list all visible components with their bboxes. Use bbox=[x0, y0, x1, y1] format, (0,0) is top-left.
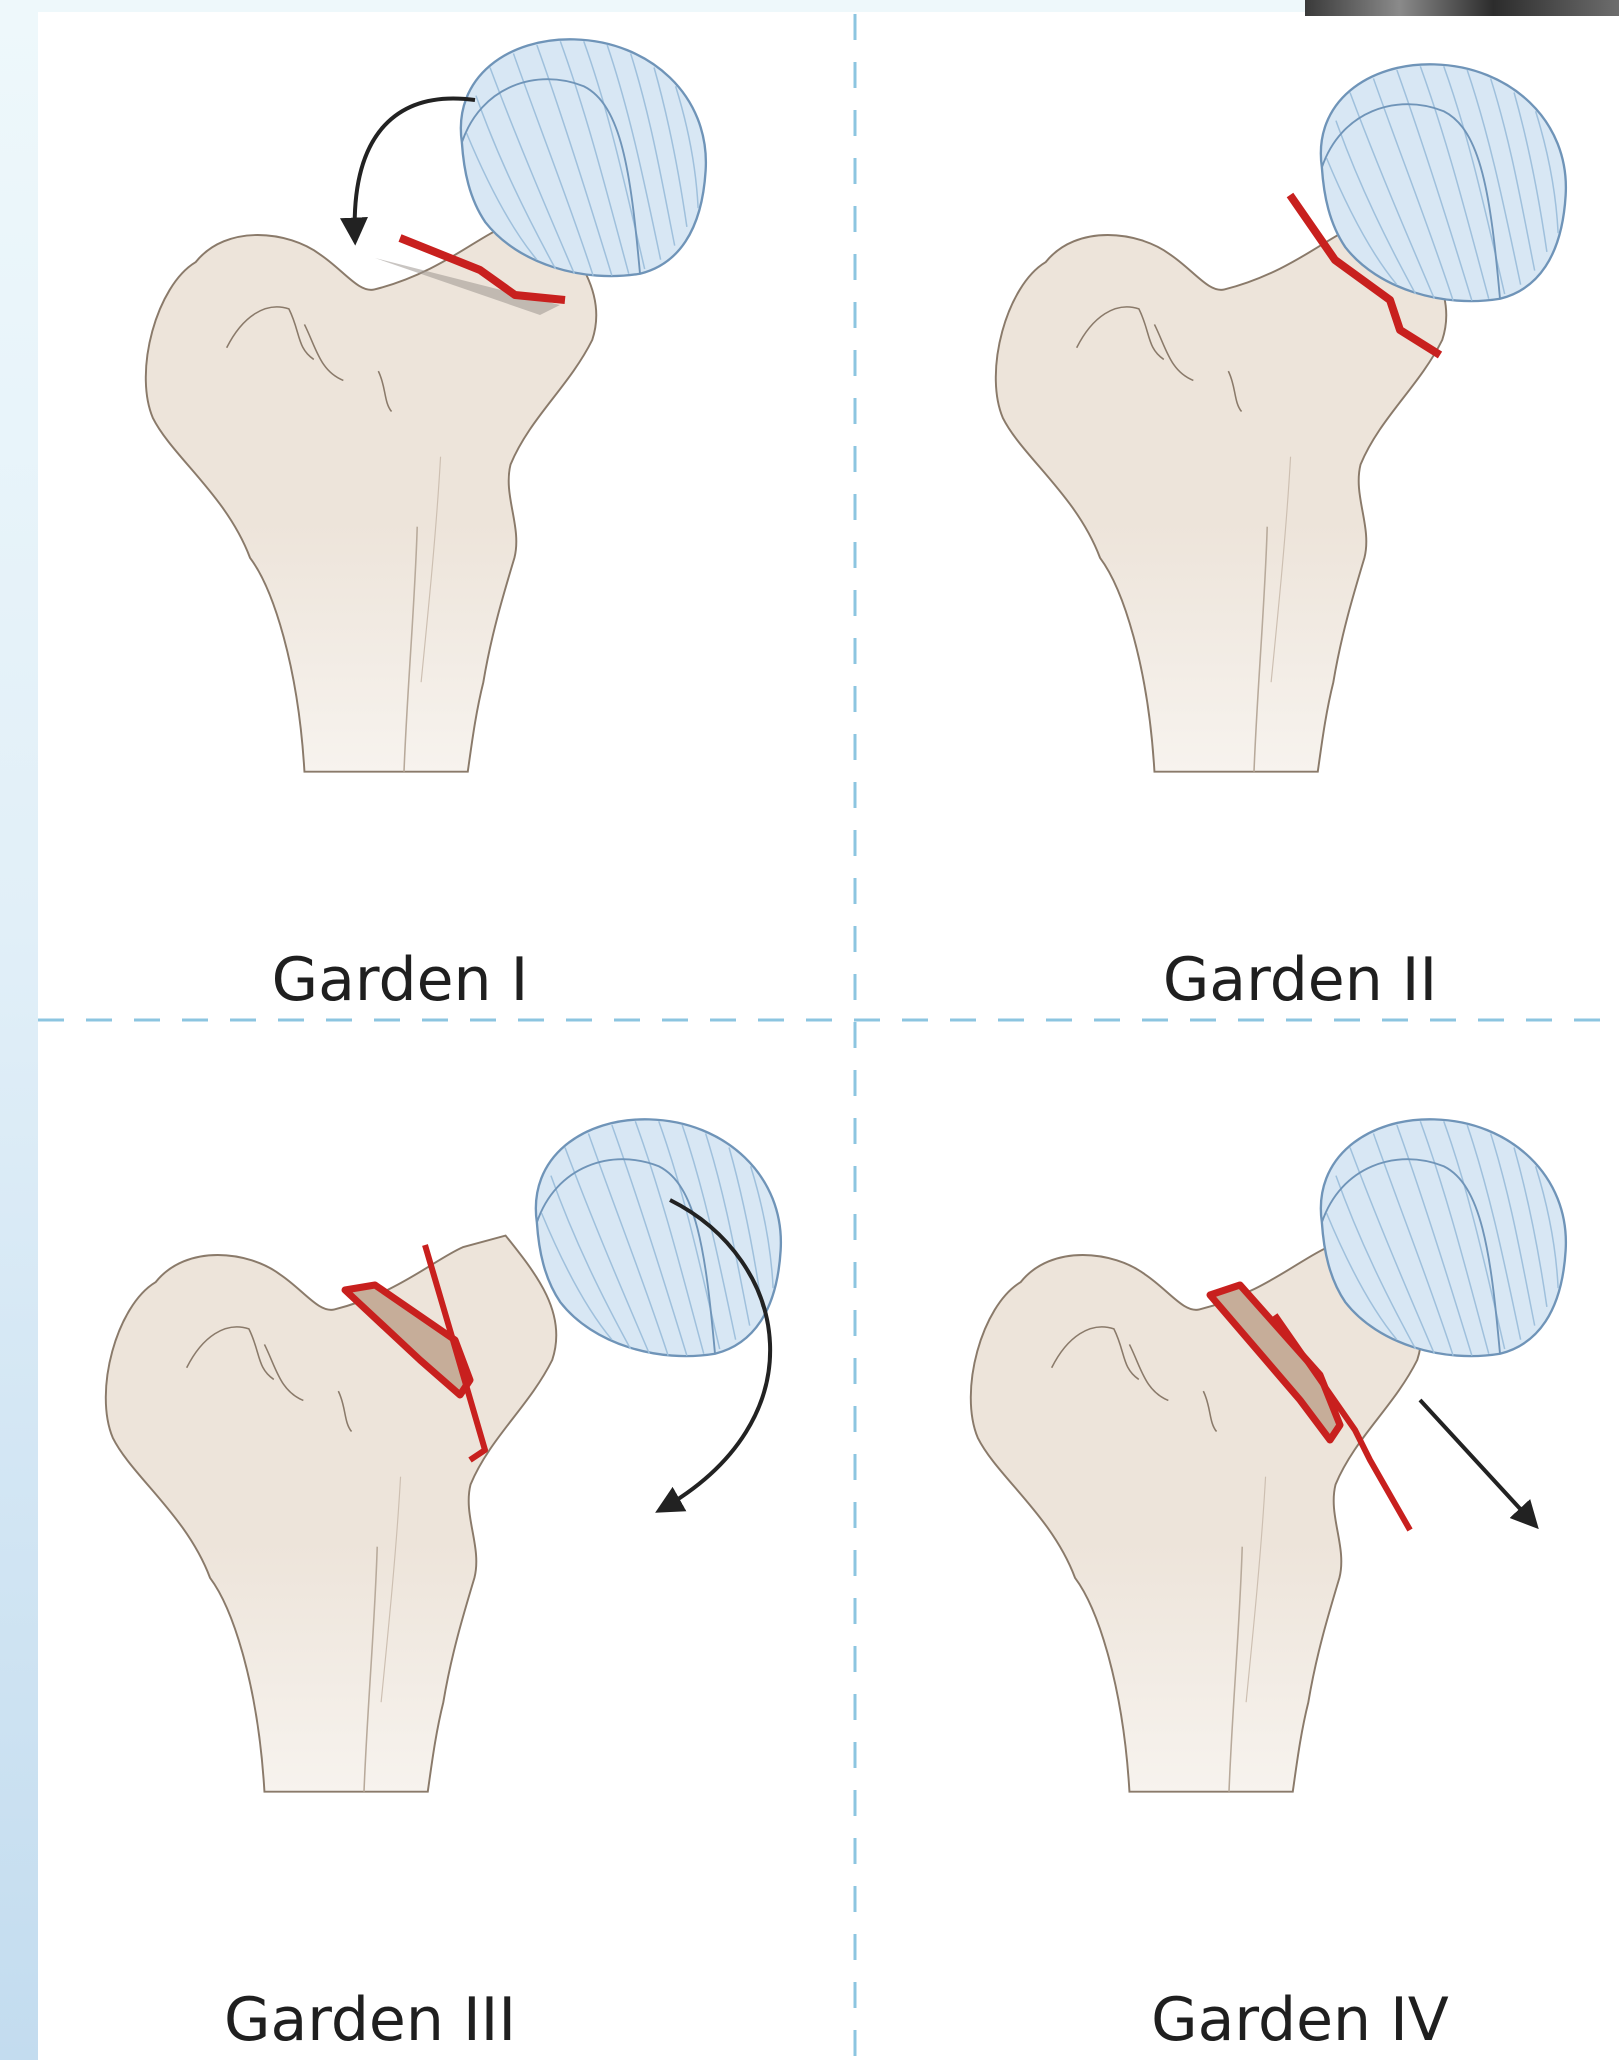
panel-garden-1: Garden I bbox=[146, 39, 706, 1015]
displacement-arrow bbox=[1420, 1400, 1535, 1525]
femur-shaft bbox=[996, 216, 1447, 772]
femoral-head bbox=[536, 1119, 781, 1356]
femur-shaft bbox=[971, 1236, 1422, 1792]
panel-garden-3: Garden III bbox=[106, 1119, 781, 2055]
femur-shaft bbox=[106, 1236, 557, 1792]
valgus-rotation-arrow bbox=[355, 99, 475, 240]
panel-label: Garden III bbox=[224, 1985, 516, 2055]
panel-garden-2: Garden II bbox=[996, 64, 1566, 1015]
panel-label: Garden IV bbox=[1151, 1985, 1449, 2055]
panel-garden-4: Garden IV bbox=[971, 1119, 1566, 2055]
panel-label: Garden II bbox=[1163, 945, 1437, 1015]
panel-label: Garden I bbox=[272, 945, 529, 1015]
